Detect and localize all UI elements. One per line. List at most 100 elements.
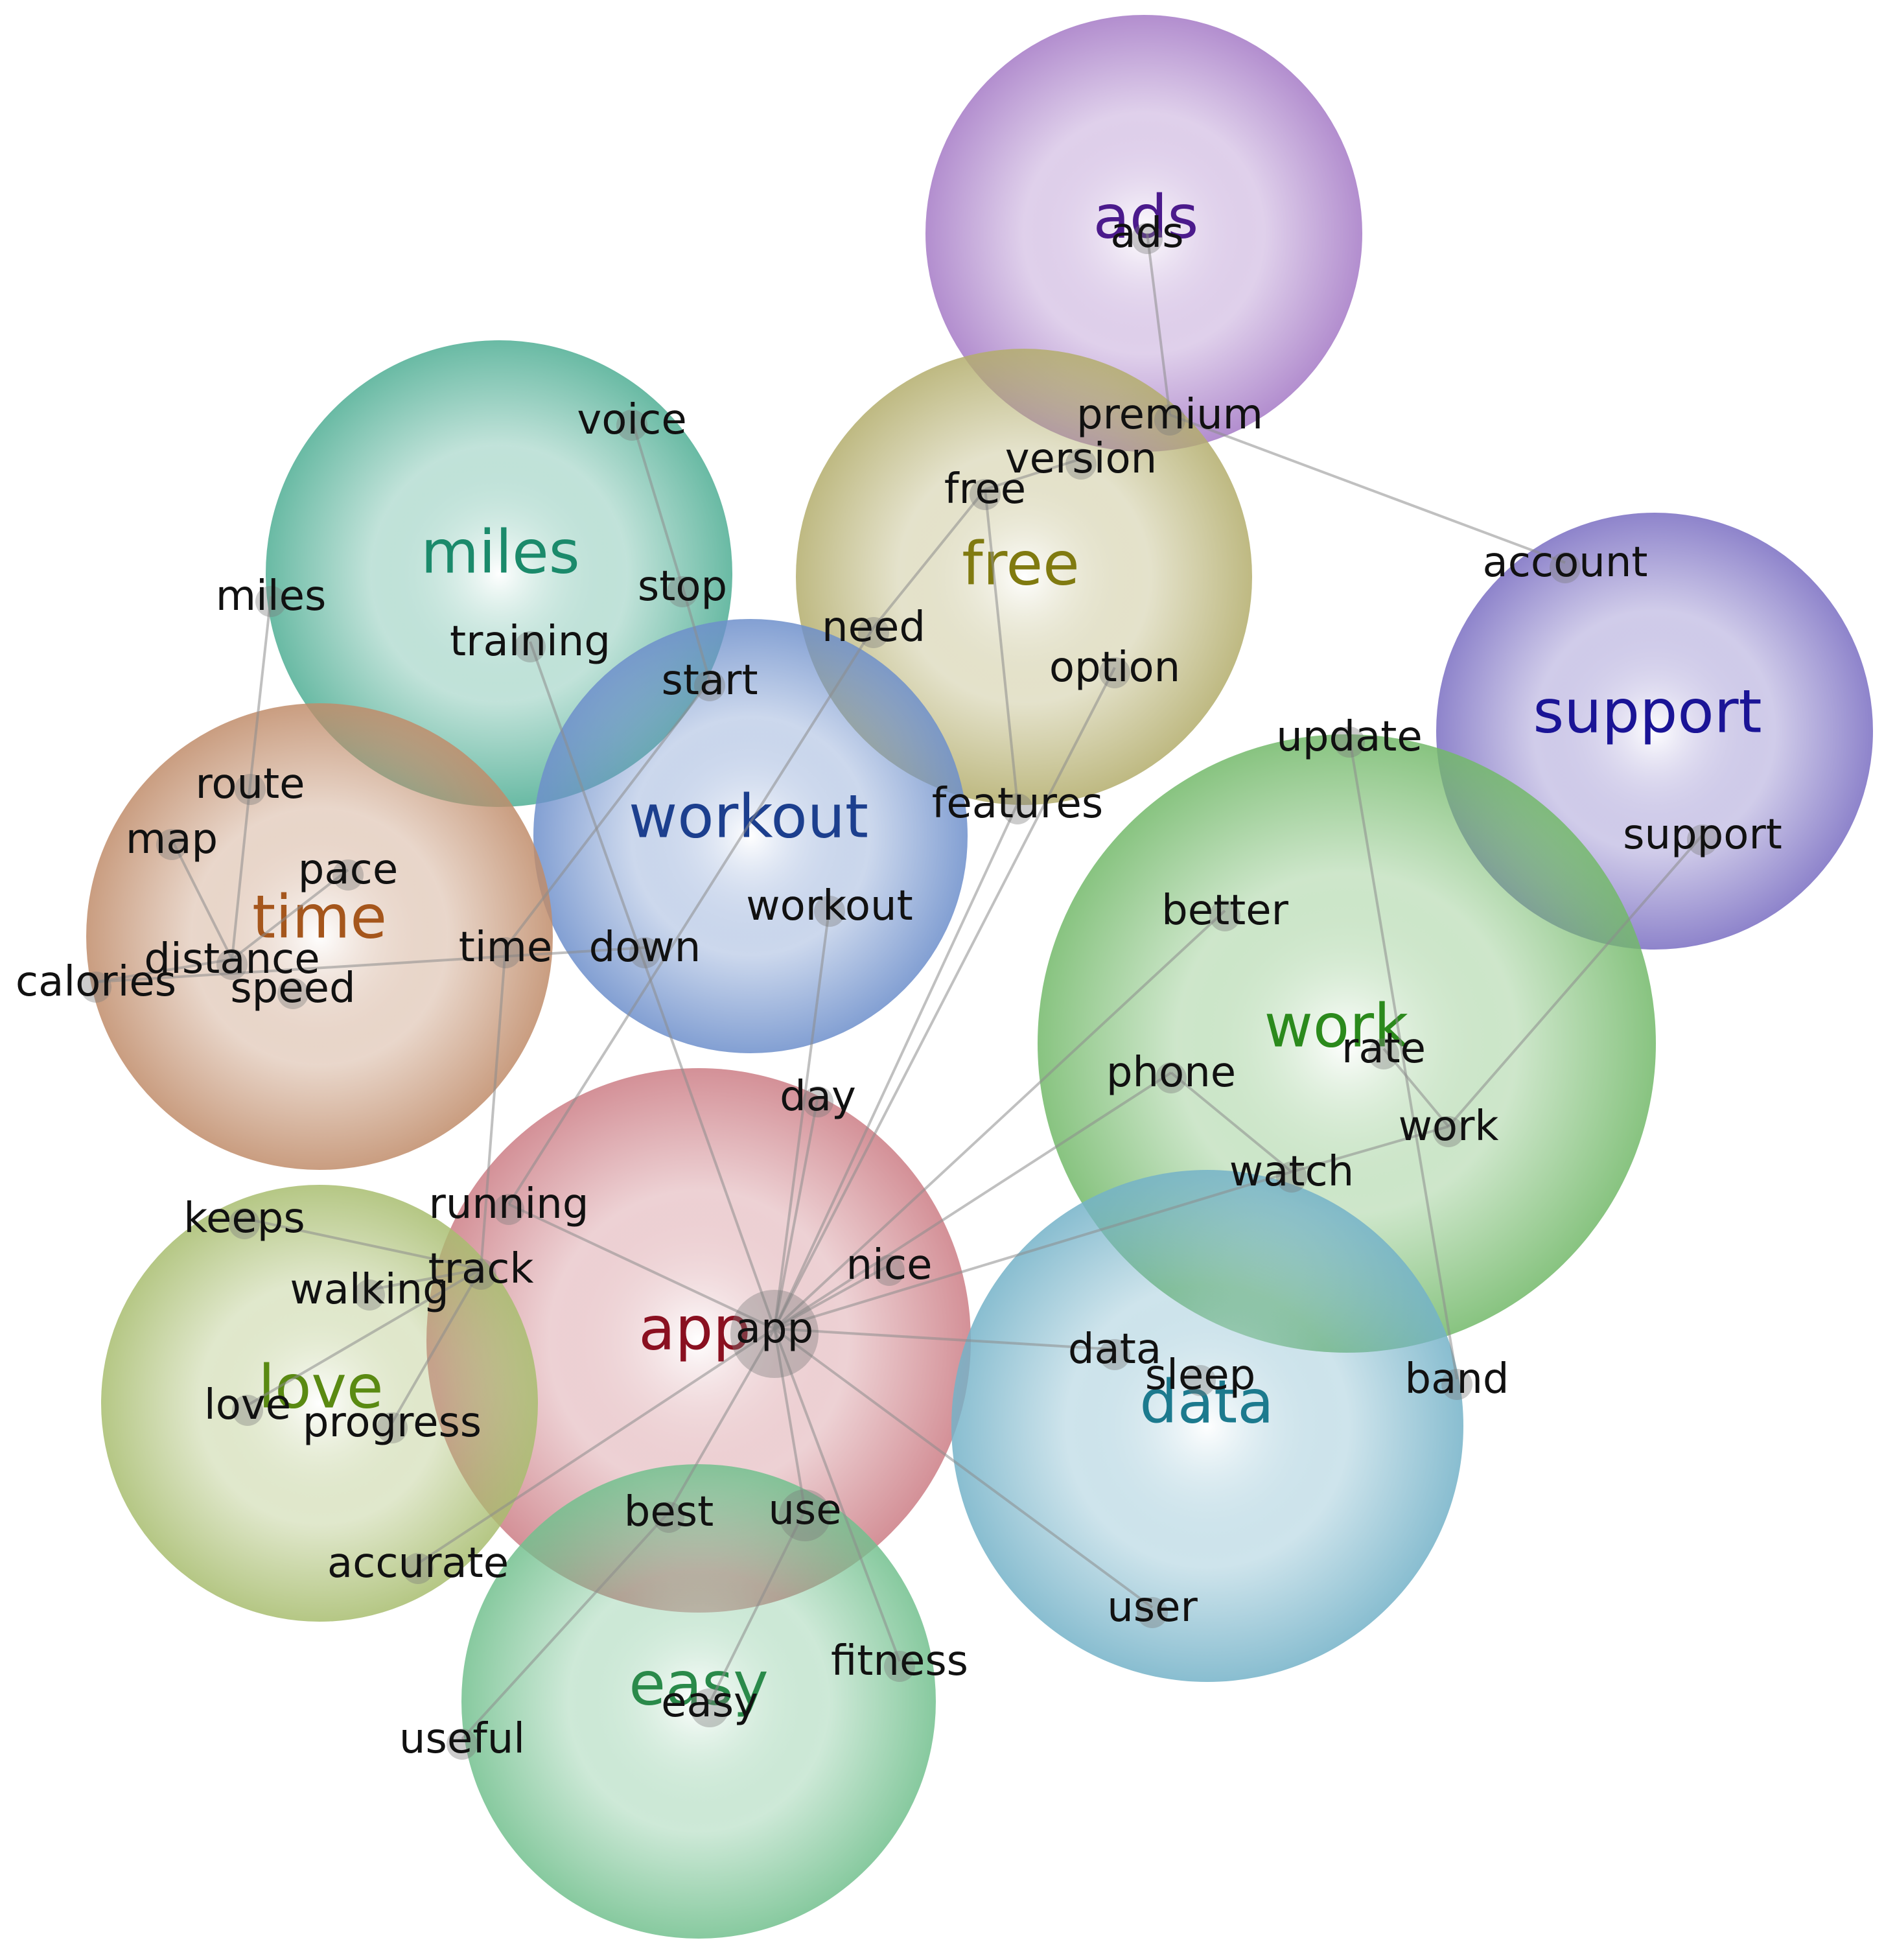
word-label-app: app [736,1305,813,1353]
topic-bubble-workout [533,619,968,1053]
word-label-free: free [944,465,1026,513]
edge-update-band [1348,736,1458,1380]
topic-bubbles [86,15,1873,1939]
word-node-phone [1156,1062,1187,1093]
edge-miles-route [249,596,272,785]
word-node-accurate [402,1553,434,1584]
edge-voice-stop [631,419,684,587]
edge-rate-work [1382,1047,1450,1128]
word-label-love: love [204,1381,291,1429]
topic-label-free: free [962,530,1079,599]
edge-app-data [774,1327,1115,1351]
topic-labels: milesadsfreeworkouttimesupportworkapplov… [252,183,1762,1719]
word-label-nice: nice [846,1241,933,1289]
edge-training-app [529,641,776,1329]
edge-better-app [773,909,1226,1330]
topic-bubble-app [426,1068,971,1613]
word-label-progress: progress [303,1399,482,1447]
word-node-nice [874,1255,905,1286]
edge-workout-app [773,905,831,1329]
word-label-version: version [1005,435,1157,483]
word-node-watch [1276,1161,1307,1193]
word-node-start [694,670,725,701]
word-label-distance: distance [144,935,320,983]
word-label-start: start [661,657,758,705]
word-label-speed: speed [230,964,355,1012]
word-node-calories [80,972,111,1003]
word-node-easy [690,1688,729,1727]
word-label-better: better [1161,887,1289,935]
edge-best-useful [461,1511,670,1740]
edge-features-app [773,803,1019,1329]
word-node-miles [255,586,286,617]
word-label-need: need [822,603,925,651]
edge-route-distance [231,784,251,960]
edge-stop-start [681,586,711,681]
topic-label-support: support [1533,677,1762,747]
topic-bubble-love [101,1185,538,1622]
word-label-data: data [1068,1325,1161,1373]
word-label-features: features [932,780,1103,828]
word-node-progress [377,1412,408,1443]
word-node-band [1441,1369,1472,1400]
word-node-stop [667,576,698,607]
word-node-running [493,1194,524,1225]
word-label-walking: walking [290,1266,448,1314]
word-node-walking [354,1279,385,1311]
edge-start-time [504,679,711,949]
word-node-better [1209,900,1240,931]
edge-app-day [773,1096,819,1329]
edge-support-work [1447,834,1704,1128]
edge-app-best [668,1328,776,1513]
word-node-app [730,1290,819,1378]
word-label-easy: easy [661,1679,758,1727]
edge-version-free [984,458,1082,491]
word-node-map [156,829,187,860]
word-edges [95,233,1704,1740]
edge-ads-premium [1146,233,1171,415]
word-label-useful: useful [399,1715,525,1763]
word-label-down: down [589,924,701,972]
edge-app-fitness [773,1328,901,1662]
word-node-useful [447,1729,478,1760]
word-node-premium [1154,404,1185,436]
word-label-accurate: accurate [327,1539,509,1587]
edge-map-distance [170,839,233,960]
word-label-support: support [1623,811,1782,859]
word-labels: adspremiumversionfreeneedoptionfeaturesa… [16,209,1782,1763]
word-label-miles: miles [216,572,327,620]
word-node-pace [332,859,364,891]
word-node-workout [814,896,845,927]
topic-label-app: app [638,1294,750,1364]
edge-phone-watch [1170,1071,1293,1173]
edge-work-watch [1291,1125,1449,1173]
word-node-ads [1132,223,1163,254]
edge-running-app [508,1203,775,1330]
edge-track-love [246,1268,482,1406]
word-label-use: use [768,1486,841,1534]
word-node-time [490,937,521,968]
word-label-stop: stop [638,563,727,611]
edge-calories-down [95,946,645,983]
topic-bubble-ads [925,15,1362,452]
edge-pace-distance [231,869,349,961]
word-label-work: work [1399,1102,1499,1150]
edge-free-need [872,488,986,629]
word-label-calories: calories [16,958,176,1006]
word-label-running: running [429,1180,589,1228]
word-node-track [465,1259,496,1290]
word-label-route: route [195,760,305,808]
word-node-speed [277,978,308,1009]
word-node-keeps [229,1208,260,1239]
word-node-training [515,631,546,662]
word-node-sleep [1185,1365,1216,1396]
edge-keeps-track [244,1217,482,1270]
edge-app-accurate [417,1327,776,1565]
word-nodes [80,223,1718,1760]
topic-bubble-easy [461,1464,936,1939]
edge-app-nice [774,1264,890,1330]
topic-label-data: data [1139,1368,1273,1437]
word-label-account: account [1483,539,1648,587]
word-node-day [802,1086,833,1117]
